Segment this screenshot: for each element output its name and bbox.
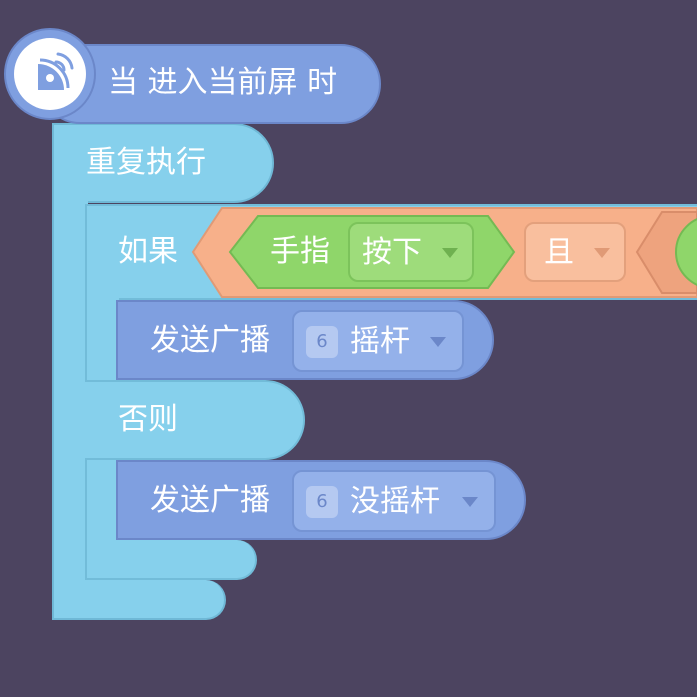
broadcast-block-1[interactable]: 发送广播 6 摇杆 (116, 300, 494, 380)
broadcast-label: 发送广播 (150, 323, 270, 358)
broadcast-label: 发送广播 (150, 483, 270, 518)
if-mask-1 (87, 292, 117, 302)
broadcast-message-dropdown[interactable]: 6 摇杆 (292, 310, 464, 372)
else-label: 否则 (118, 402, 178, 437)
if-label: 如果 (118, 234, 178, 269)
chevron-down-icon (594, 248, 610, 258)
chevron-down-icon (462, 497, 478, 507)
finger-label: 手指 (270, 234, 330, 269)
repeat-mask (54, 198, 86, 206)
message-number-badge: 6 (306, 326, 338, 358)
repeat-label: 重复执行 (86, 145, 206, 180)
chevron-down-icon (430, 337, 446, 347)
broadcast-message-dropdown[interactable]: 6 没摇杆 (292, 470, 496, 532)
chevron-down-icon (442, 248, 458, 258)
broadcast-message: 没摇杆 (350, 484, 440, 519)
event-label: 当 进入当前屏 时 (108, 65, 338, 100)
repeat-block[interactable] (52, 123, 274, 203)
finger-state-dropdown[interactable]: 按下 (348, 222, 474, 282)
if-mask-2 (87, 536, 117, 544)
operator-value: 且 (544, 235, 574, 270)
right-operand-reporter (675, 218, 697, 286)
finger-state-value: 按下 (362, 235, 422, 270)
broadcast-message: 摇杆 (350, 324, 410, 359)
if-else-footer (85, 540, 257, 580)
repeat-block-spine (52, 200, 88, 620)
else-arm (85, 380, 305, 460)
when-screen-entered-block[interactable] (40, 44, 381, 124)
operator-dropdown[interactable]: 且 (524, 222, 626, 282)
repeat-block-footer (52, 580, 226, 620)
broadcast-block-2[interactable]: 发送广播 6 没摇杆 (116, 460, 526, 540)
message-number-badge: 6 (306, 486, 338, 518)
satellite-dish-icon (14, 38, 86, 110)
